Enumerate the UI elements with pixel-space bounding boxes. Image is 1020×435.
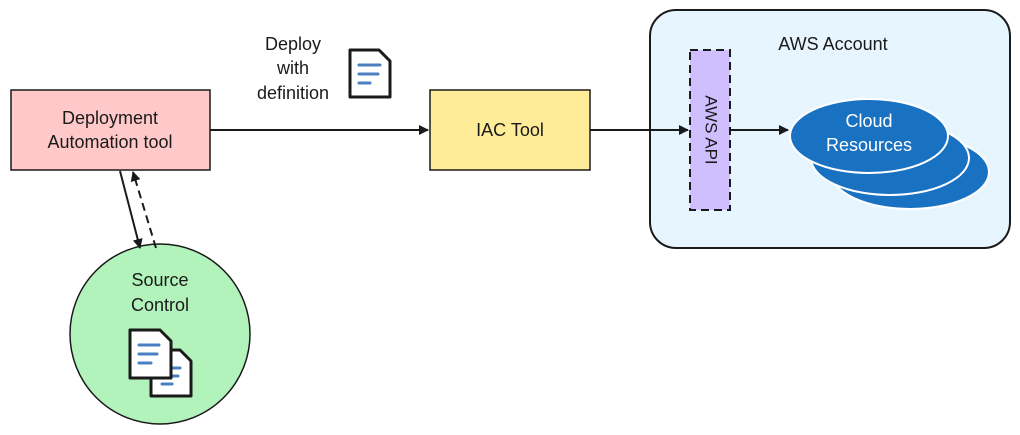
iac-tool-label: IAC Tool [476,120,544,140]
aws-api-label: AWS API [702,95,721,164]
cloud-resources-node: Cloud Resources [789,98,990,210]
edge-deployment-to-source-control [119,170,143,249]
document-icon [348,48,392,99]
deploy-with-definition-label: Deploy with definition [257,34,329,103]
cloud-resources-label-line1: Cloud [845,111,892,131]
deploy-label-line3: definition [257,83,329,103]
source-control-node: Source Control [69,243,251,425]
source-control-label-line1: Source [131,270,188,290]
edge-source-control-to-deployment-dashed [130,171,157,249]
deployment-automation-tool-node: Deployment Automation tool [10,89,211,171]
documents-icon [128,328,193,398]
deployment-tool-label-line1: Deployment [62,108,158,128]
aws-account-label: AWS Account [778,34,887,54]
aws-api-node: AWS API [689,49,731,211]
source-control-label-line2: Control [131,295,189,315]
iac-tool-node: IAC Tool [429,89,591,171]
deploy-label-line2: with [276,58,309,78]
cloud-resources-label-line2: Resources [826,135,912,155]
deployment-tool-label-line2: Automation tool [47,132,172,152]
deploy-label-line1: Deploy [265,34,321,54]
